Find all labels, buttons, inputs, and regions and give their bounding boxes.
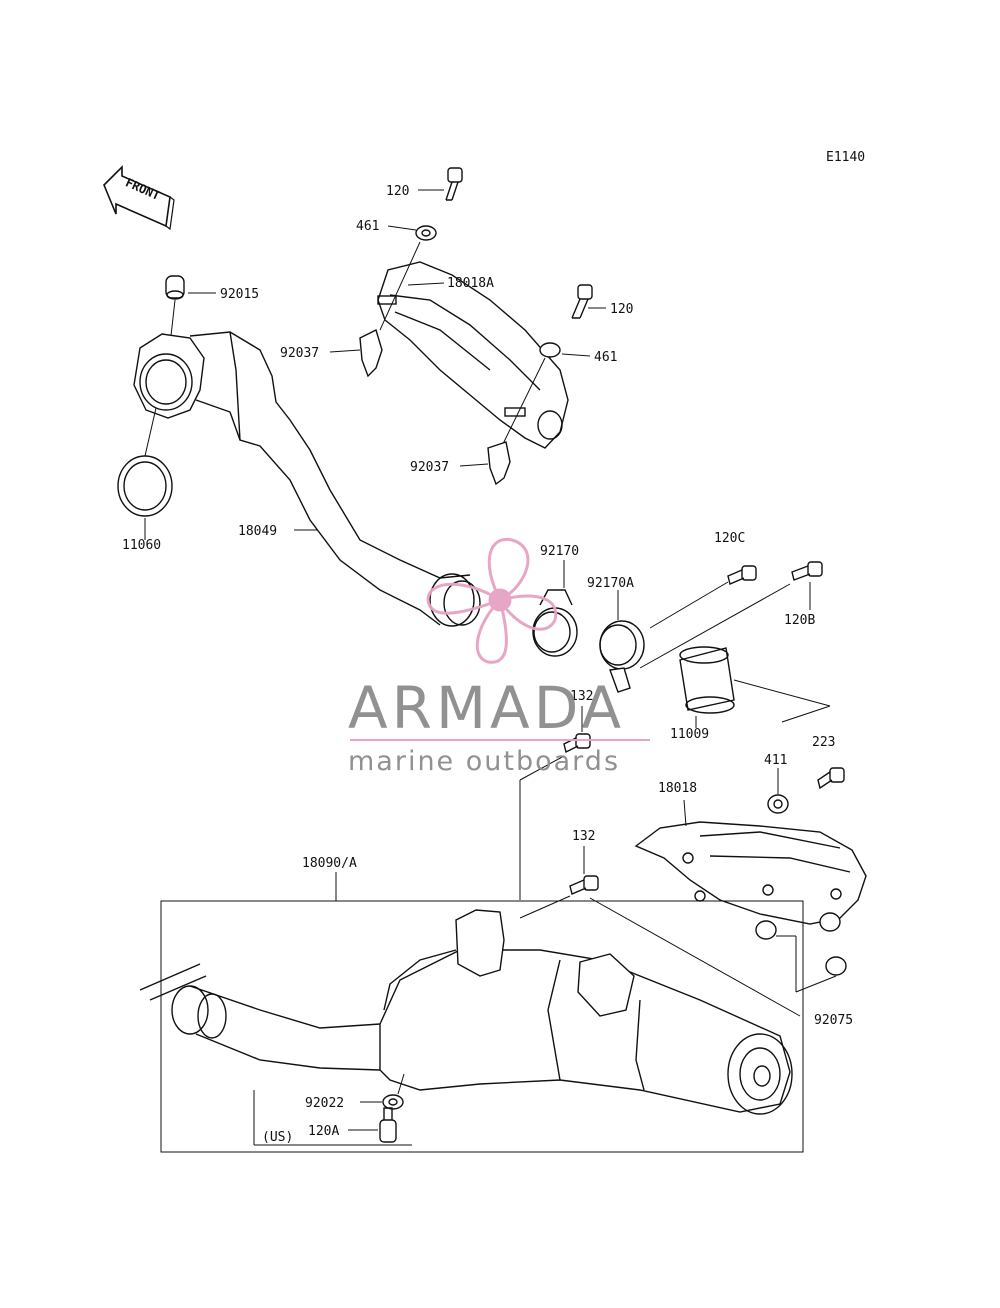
washer-92022 xyxy=(382,1094,404,1110)
label-92037-top: 92037 xyxy=(280,346,319,361)
nut-92015 xyxy=(165,275,185,300)
watermark-subtitle: marine outboards xyxy=(348,746,620,777)
label-92015: 92015 xyxy=(220,287,259,302)
label-223: 223 xyxy=(812,735,835,750)
diagram-code: E1140 xyxy=(826,150,865,165)
label-461-right: 461 xyxy=(594,350,617,365)
washer-461-right xyxy=(539,342,561,358)
bolt-120B xyxy=(791,561,823,581)
washer-411 xyxy=(767,794,789,814)
label-11060: 11060 xyxy=(122,538,161,553)
bolt-120-top xyxy=(445,167,463,201)
label-132-mid: 132 xyxy=(572,829,595,844)
label-region-us: (US) xyxy=(262,1130,293,1145)
label-18049: 18049 xyxy=(238,524,277,539)
front-arrow-icon: FRONT xyxy=(103,165,175,231)
label-92022: 92022 xyxy=(305,1096,344,1111)
bolt-132-mid xyxy=(569,875,599,895)
label-11009: 11009 xyxy=(670,727,709,742)
label-18018A: 18018A xyxy=(447,276,494,291)
armada-logo: ARMADA marine outboards xyxy=(348,537,650,777)
heat-guard-upper xyxy=(377,261,569,449)
clamp-92170A xyxy=(599,620,645,693)
washer-461-top xyxy=(415,225,437,241)
bolt-120A xyxy=(379,1107,397,1143)
label-92170: 92170 xyxy=(540,544,579,559)
bolt-120-right xyxy=(571,284,593,319)
label-132-top: 132 xyxy=(570,689,593,704)
exhaust-pipe-18049 xyxy=(133,331,481,627)
clip-92037-bottom xyxy=(487,441,511,486)
label-461-top: 461 xyxy=(356,219,379,234)
nut-92075 xyxy=(755,912,847,976)
muffler-assembly-frame xyxy=(160,900,804,1153)
bolt-223 xyxy=(817,767,845,790)
label-411: 411 xyxy=(764,753,787,768)
watermark-title: ARMADA xyxy=(348,674,625,742)
bolt-120C xyxy=(727,565,757,585)
label-120-top: 120 xyxy=(386,184,409,199)
heat-guard-18018 xyxy=(634,821,867,925)
label-92037-bottom: 92037 xyxy=(410,460,449,475)
label-120-right: 120 xyxy=(610,302,633,317)
label-120A: 120A xyxy=(308,1124,339,1139)
clip-92037-top xyxy=(359,329,383,378)
sleeve-11009 xyxy=(679,646,735,714)
label-120B: 120B xyxy=(784,613,815,628)
label-92075: 92075 xyxy=(814,1013,853,1028)
label-18018: 18018 xyxy=(658,781,697,796)
propeller-logo-icon xyxy=(426,537,558,664)
muffler-18090A xyxy=(139,909,793,1115)
gasket-11060 xyxy=(117,455,173,517)
label-92170A: 92170A xyxy=(587,576,634,591)
label-120C: 120C xyxy=(714,531,745,546)
label-18090A: 18090/A xyxy=(302,856,357,871)
